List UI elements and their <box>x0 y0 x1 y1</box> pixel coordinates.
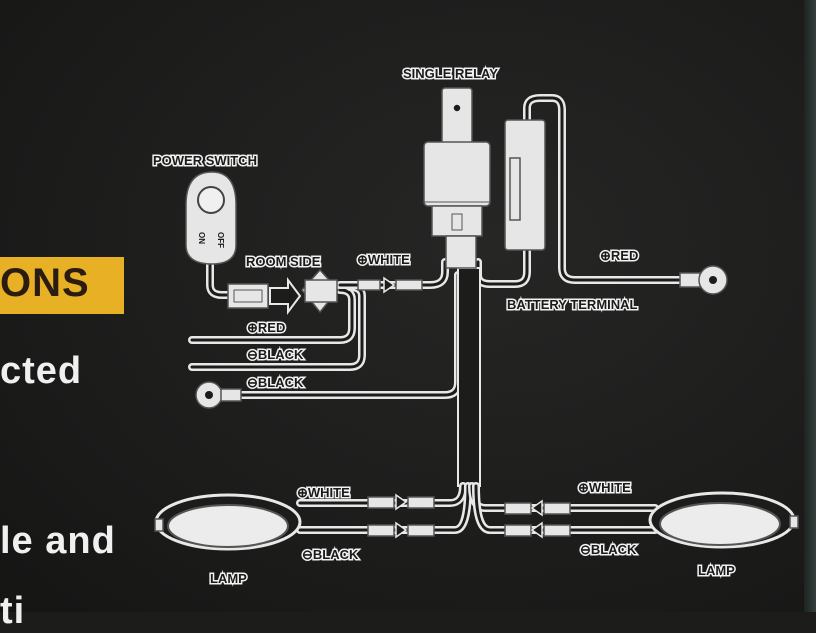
section-banner-text: ONS <box>0 261 90 305</box>
page-edge <box>804 0 816 612</box>
switch-black-label: ⊖BLACK <box>247 347 304 362</box>
single-relay-label: SINGLE RELAY <box>403 66 498 81</box>
body-text-line-2: le and <box>0 520 116 562</box>
right-lamp <box>648 491 799 549</box>
battery-red-label: ⊕RED <box>600 248 638 263</box>
white-inline-connector <box>357 276 423 294</box>
power-switch-label: POWER SWITCH <box>153 153 257 168</box>
section-banner: ONS <box>0 257 124 314</box>
right-lamp-connectors <box>504 499 571 539</box>
switch-on-text: ON <box>197 232 206 244</box>
left-lamp-black-label: ⊖BLACK <box>302 547 359 562</box>
power-switch: ON OFF <box>185 171 237 265</box>
left-lamp-white-label: ⊕WHITE <box>297 485 350 500</box>
left-lamp-label: LAMP <box>210 571 247 586</box>
ground-ring-terminal <box>195 381 242 409</box>
single-relay <box>423 87 491 269</box>
room-side-connector <box>227 268 339 315</box>
wiring-diagram: ON OFF POWER SWITCH ROOM SIDE ⊕WHITE <box>152 65 799 588</box>
left-lamp <box>154 493 302 551</box>
right-lamp-black-label: ⊖BLACK <box>580 542 637 557</box>
room-side-label: ROOM SIDE <box>246 254 321 269</box>
right-lamp-label: LAMP <box>698 563 735 578</box>
battery-ring-terminal <box>679 265 728 295</box>
body-text-line-1: cted <box>0 350 83 392</box>
left-lamp-connectors <box>367 493 435 539</box>
ground-black-label: ⊖BLACK <box>247 375 304 390</box>
wires <box>188 94 704 534</box>
fuse-holder <box>504 119 546 251</box>
right-lamp-white-label: ⊕WHITE <box>578 480 631 495</box>
switch-button-icon <box>197 186 225 214</box>
switch-red-label: ⊕RED <box>247 320 285 335</box>
battery-terminal-label: BATTERY TERMINAL <box>507 297 638 312</box>
switch-off-text: OFF <box>216 232 225 248</box>
relay-white-label: ⊕WHITE <box>357 252 410 267</box>
connect-arrow-icon <box>269 277 302 315</box>
